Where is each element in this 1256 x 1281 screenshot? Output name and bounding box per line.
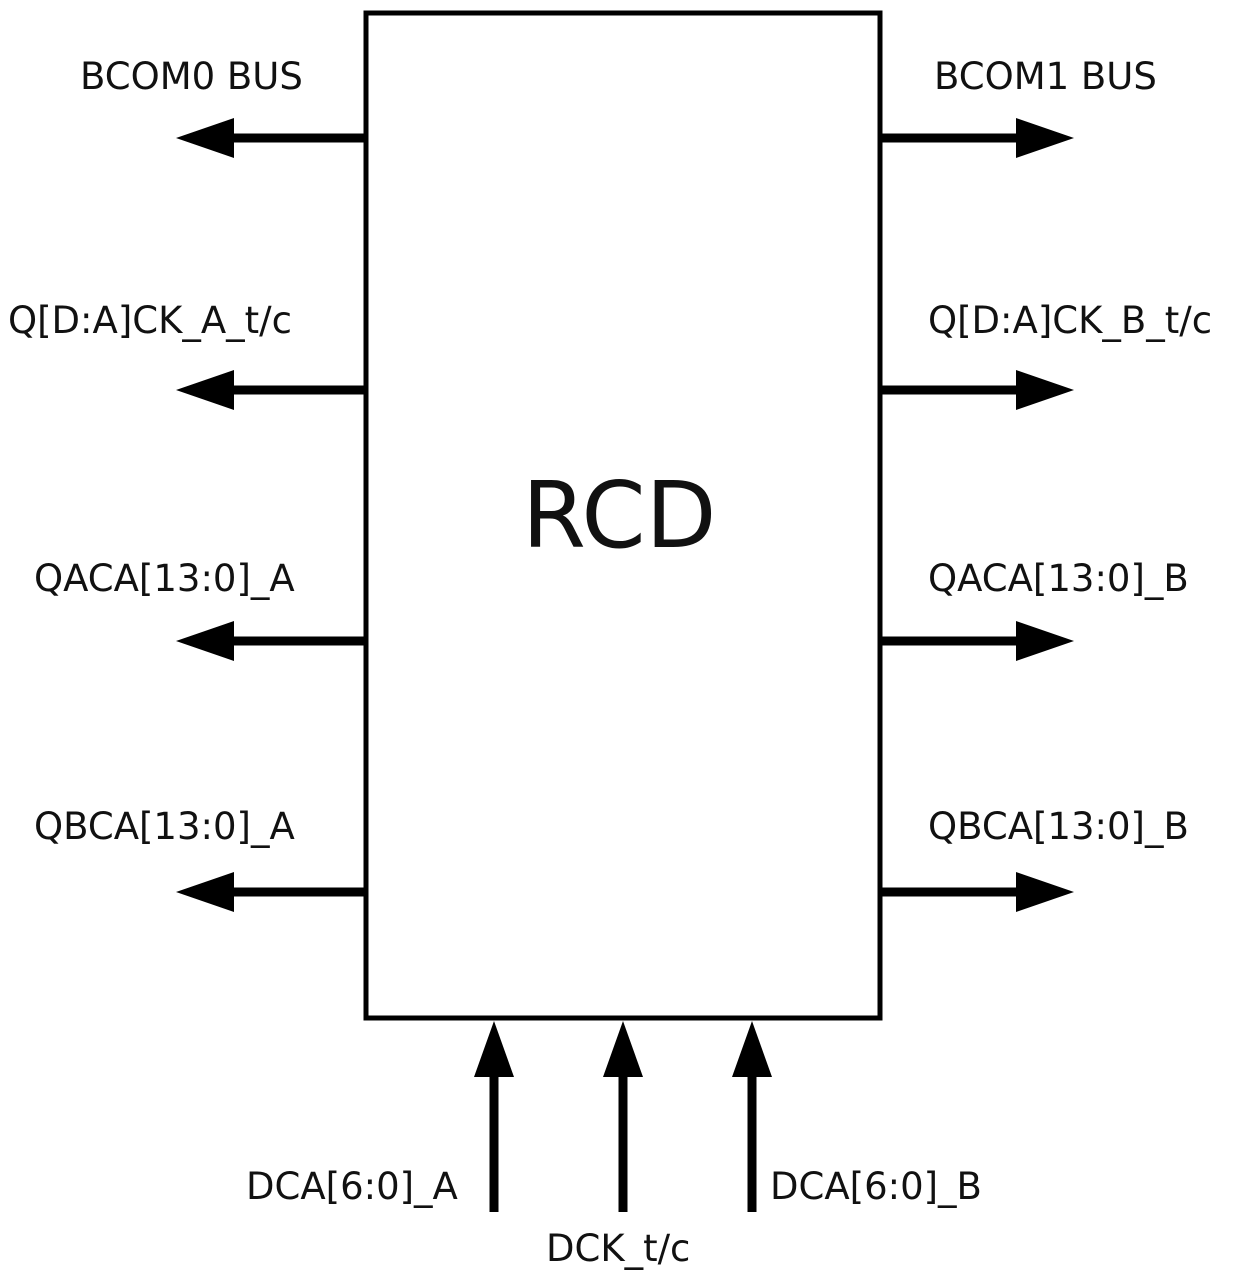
arrow-bcom0-bus	[176, 118, 366, 158]
arrow-qaca-a	[176, 621, 366, 661]
arrow-qck-b	[880, 370, 1074, 410]
arrow-bcom1-bus	[880, 118, 1074, 158]
label-qaca-b: QACA[13:0]_B	[928, 557, 1189, 600]
arrow-qaca-b	[880, 621, 1074, 661]
arrow-qbca-a	[176, 872, 366, 912]
label-dca-a: DCA[6:0]_A	[246, 1165, 458, 1208]
rcd-block	[363, 10, 883, 1021]
label-qbca-b: QBCA[13:0]_B	[928, 805, 1189, 848]
arrow-qbca-b	[880, 872, 1074, 912]
label-qck-a: Q[D:A]CK_A_t/c	[8, 299, 292, 342]
arrow-dca-a	[474, 1021, 514, 1212]
label-qaca-a: QACA[13:0]_A	[34, 557, 295, 600]
label-dck: DCK_t/c	[546, 1227, 691, 1270]
arrow-qck-a	[176, 370, 366, 410]
label-bcom1-bus: BCOM1 BUS	[934, 55, 1157, 98]
label-qbca-a: QBCA[13:0]_A	[34, 805, 295, 848]
arrow-dca-b	[732, 1021, 772, 1212]
label-bcom0-bus: BCOM0 BUS	[80, 55, 303, 98]
label-dca-b: DCA[6:0]_B	[770, 1165, 982, 1208]
label-qck-b: Q[D:A]CK_B_t/c	[928, 299, 1213, 342]
arrow-dck	[603, 1021, 643, 1212]
rcd-label: RCD	[522, 462, 717, 569]
